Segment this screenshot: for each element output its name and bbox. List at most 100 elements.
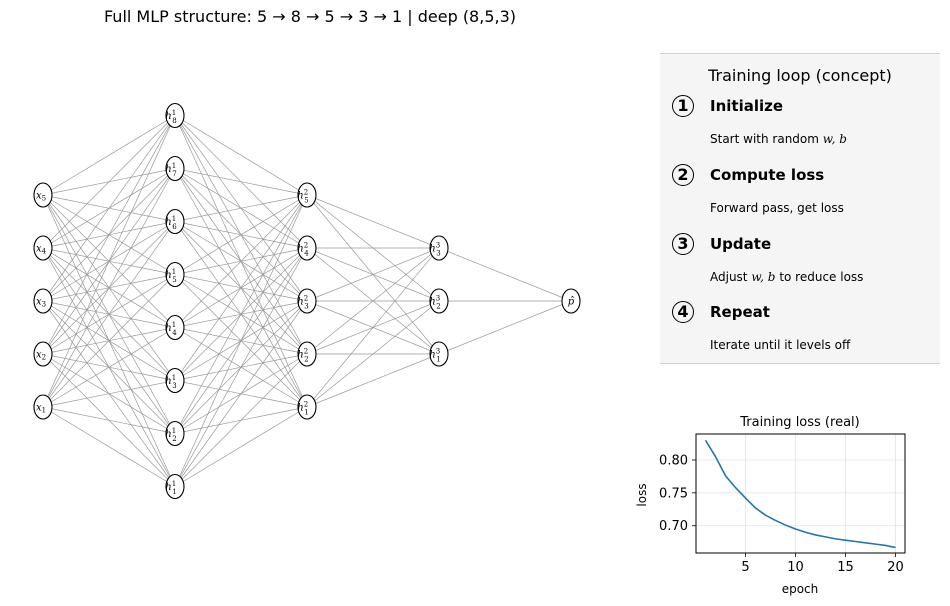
- loss-chart: Training loss (real) 5 10 15 20 0.70 0.75 0.80…: [635, 415, 906, 596]
- output-node: p̂: [561, 288, 581, 314]
- connection-edge: [174, 406, 308, 434]
- step-title: Update: [710, 235, 772, 253]
- step-repeat: 4 Repeat Iterate until it levels off: [672, 301, 937, 361]
- step-title: Repeat: [710, 303, 770, 321]
- connection-edge: [42, 194, 176, 381]
- connection-edge: [42, 115, 176, 196]
- x-tick-label: 5: [741, 560, 749, 575]
- y-axis-label: loss: [635, 483, 649, 506]
- step-initialize: 1 Initialize Start with random w, b: [672, 95, 937, 155]
- node-label: x2: [36, 350, 46, 362]
- connection-edge: [174, 115, 308, 355]
- connection-edge: [42, 194, 176, 328]
- connection-edge: [174, 168, 308, 408]
- y-tick-label: 0.70: [659, 519, 688, 534]
- connection-edge: [306, 353, 440, 408]
- connection-edge: [42, 406, 176, 487]
- connection-edge: [438, 300, 572, 355]
- node-label: x3: [36, 297, 46, 309]
- input-node: x3: [33, 288, 53, 314]
- connection-edge: [174, 115, 308, 249]
- connection-edge: [438, 247, 572, 302]
- x-tick-label: 15: [837, 560, 854, 575]
- step-title: Compute loss: [710, 166, 825, 184]
- training-loop-panel: Training loop (concept) 1 Initialize Sta…: [660, 53, 940, 364]
- connection-edge: [174, 115, 308, 196]
- connection-edge: [174, 221, 308, 408]
- input-node: x4: [33, 235, 53, 261]
- connection-edge: [174, 327, 308, 408]
- diagram-title: Full MLP structure: 5 → 8 → 5 → 3 → 1 | …: [103, 7, 517, 26]
- step-number-badge: 2: [672, 164, 694, 186]
- connection-edge: [42, 194, 176, 275]
- step-description: Forward pass, get loss: [710, 201, 844, 215]
- connection-edge: [42, 353, 176, 487]
- chart-title: Training loss (real): [739, 415, 859, 430]
- connection-edge: [42, 247, 176, 487]
- connection-edge: [174, 406, 308, 487]
- connection-edge: [174, 115, 308, 408]
- connection-edge: [174, 115, 308, 302]
- connection-edge: [306, 194, 440, 355]
- input-node: x2: [33, 341, 53, 367]
- connection-edge: [174, 274, 308, 408]
- step-number-badge: 1: [672, 95, 694, 117]
- step-number-badge: 4: [672, 301, 694, 323]
- connection-edge: [42, 194, 176, 222]
- x-tick-label: 10: [787, 560, 804, 575]
- y-tick-label: 0.80: [659, 453, 688, 468]
- step-number-badge: 3: [672, 233, 694, 255]
- connection-edge: [42, 168, 176, 196]
- loss-series-line: [704, 439, 896, 549]
- node-label: p̂: [568, 297, 575, 308]
- step-description: Start with random w, b: [710, 132, 847, 146]
- step-compute-loss: 2 Compute loss Forward pass, get loss: [672, 164, 937, 224]
- step-update: 3 Update Adjust w, b to reduce loss: [672, 233, 937, 293]
- connection-edge: [306, 194, 440, 249]
- step-description: Adjust w, b to reduce loss: [710, 270, 864, 284]
- node-label: x4: [36, 244, 47, 256]
- input-node: x5: [33, 182, 53, 208]
- x-tick-label: 20: [887, 560, 904, 575]
- step-title: Initialize: [710, 97, 784, 115]
- y-tick-label: 0.75: [659, 486, 688, 501]
- connection-edge: [42, 300, 176, 487]
- connection-edge: [42, 194, 176, 434]
- connection-edge: [306, 300, 440, 355]
- connection-edge: [174, 380, 308, 408]
- connection-edge: [42, 194, 176, 487]
